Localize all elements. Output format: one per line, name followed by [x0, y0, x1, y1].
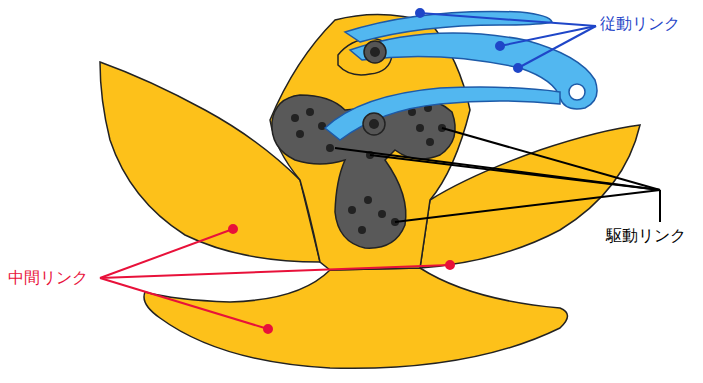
leader-lines-follower — [416, 9, 596, 72]
drive-link-label: 駆動リンク — [606, 226, 686, 245]
follower-link — [325, 87, 560, 140]
leader-lines-intermediate — [100, 225, 454, 333]
intermediate-link-label: 中間リンク — [8, 268, 88, 287]
intermediate-link — [144, 268, 568, 368]
leader-lines-drive — [335, 128, 660, 222]
follower-link-label: 従動リンク — [600, 14, 680, 33]
